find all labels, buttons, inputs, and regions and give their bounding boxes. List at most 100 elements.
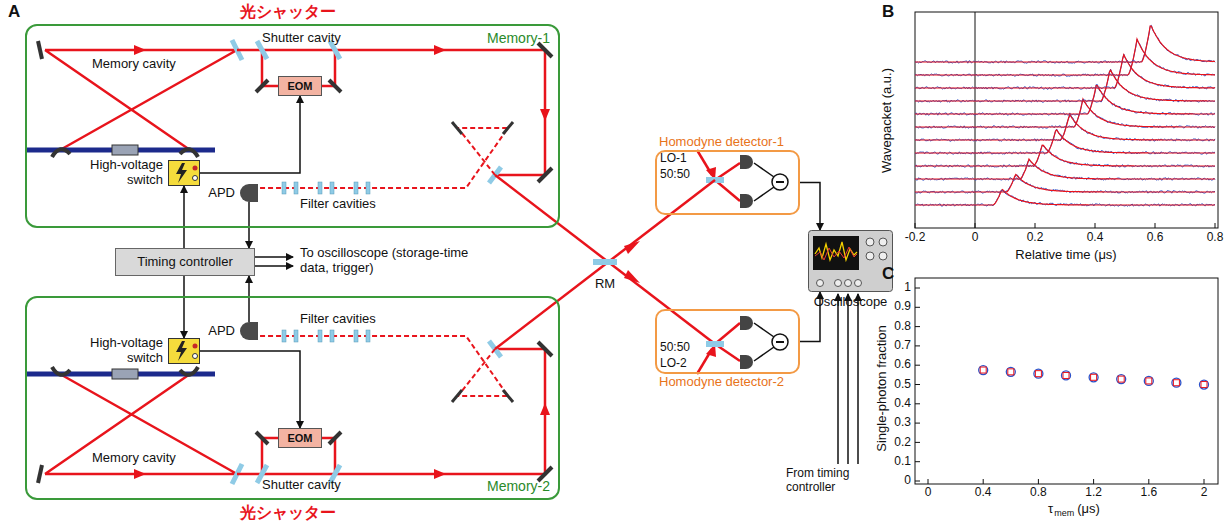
tick-label: 0.6 xyxy=(1147,231,1164,245)
apd-icon xyxy=(240,322,258,340)
high-voltage-switch: High-voltage switch xyxy=(168,338,200,364)
memory-module: Memory-2High-voltage switchEOMAPD xyxy=(25,296,560,500)
tick-mark xyxy=(1215,223,1216,228)
tick-mark xyxy=(915,365,920,366)
panel-letter: C xyxy=(882,264,894,284)
node-label: Timing controller xyxy=(137,255,233,270)
signal-wire xyxy=(183,186,185,248)
note: To oscilloscope (storage-time data, trig… xyxy=(300,246,480,276)
data-point xyxy=(1035,371,1041,377)
data-point xyxy=(1200,380,1209,389)
node-label: EOM xyxy=(287,80,312,93)
model-trace xyxy=(915,39,1215,75)
data-point xyxy=(1034,369,1043,378)
tick-label: 2 xyxy=(1201,486,1208,500)
axis-title: τ xyxy=(1048,502,1053,517)
measured-trace xyxy=(915,39,1215,76)
measured-trace xyxy=(915,145,1215,167)
part-label: Filter cavities xyxy=(300,197,376,212)
tick-label: 0.3 xyxy=(894,416,911,430)
node-label: Memory-1 xyxy=(487,30,550,46)
tick-label: 0.8 xyxy=(1030,486,1047,500)
data-point xyxy=(1146,378,1152,384)
panel-letter: B xyxy=(882,2,894,22)
node-label: APD xyxy=(208,324,235,339)
model-trace xyxy=(915,145,1215,166)
tick-mark xyxy=(1155,223,1156,228)
axis-title: mem xyxy=(1054,508,1074,518)
part-label: RM xyxy=(593,277,617,292)
part-label: Shutter cavity xyxy=(262,31,341,46)
eom-box: EOM xyxy=(278,76,322,96)
annotation: 光シャッター xyxy=(240,3,336,21)
tick-label: 1 xyxy=(904,281,911,295)
tick-mark xyxy=(915,345,920,346)
data-point xyxy=(1201,382,1207,388)
node-label: Homodyne detector-1 xyxy=(659,135,784,150)
data-point xyxy=(1173,380,1179,386)
part-label: LO-2 xyxy=(660,357,687,371)
tick-mark xyxy=(915,384,920,385)
part-label: Memory cavity xyxy=(92,57,176,72)
part-label: 50:50 xyxy=(660,341,690,355)
tick-label: 0.6 xyxy=(894,358,911,372)
part-label: Memory cavity xyxy=(92,451,176,466)
signal-wire xyxy=(200,96,300,173)
tick-label: 0.2 xyxy=(1027,231,1044,245)
tick-mark xyxy=(915,223,916,228)
tick-mark xyxy=(915,442,920,443)
data-point xyxy=(1006,367,1015,376)
signal-wire xyxy=(248,202,250,248)
tick-label: 0.8 xyxy=(894,320,911,334)
node-label: EOM xyxy=(287,432,312,445)
axis-title: Single-photon fraction xyxy=(875,325,890,451)
note: From timing controller xyxy=(786,467,870,495)
hv-icon xyxy=(168,338,200,364)
tick-mark xyxy=(915,307,920,308)
data-point xyxy=(1144,376,1153,385)
apd-icon xyxy=(240,184,258,202)
part-label: Shutter cavity xyxy=(262,478,341,493)
tick-mark xyxy=(1093,479,1094,484)
tick-label: -0.2 xyxy=(905,231,926,245)
part-label: LO-1 xyxy=(660,152,687,166)
signal-wire xyxy=(248,276,250,322)
data-point xyxy=(1117,375,1126,384)
tick-mark xyxy=(915,423,920,424)
tick-label: 1.2 xyxy=(1085,486,1102,500)
panel-letter: A xyxy=(8,2,20,22)
data-point xyxy=(1062,371,1071,380)
tick-label: 0.7 xyxy=(894,339,911,353)
oscilloscope: Oscilloscope xyxy=(808,230,893,292)
axis-title: Relative time (μs) xyxy=(1015,248,1116,263)
part-label: Filter cavities xyxy=(300,312,376,327)
node-label: High-voltage switch xyxy=(63,158,163,188)
measured-trace xyxy=(915,160,1215,180)
annotation: 光シャッター xyxy=(240,504,336,522)
tick-label: 0.5 xyxy=(894,378,911,392)
tick-mark xyxy=(915,403,920,404)
tick-mark xyxy=(928,479,929,484)
data-point xyxy=(1091,374,1097,380)
data-point xyxy=(979,366,988,375)
tick-mark xyxy=(1095,223,1096,228)
eom-box: EOM xyxy=(278,428,322,448)
tick-label: 0.8 xyxy=(1207,231,1224,245)
axis-title: (μs) xyxy=(1077,502,1100,517)
tick-mark xyxy=(915,461,920,462)
data-point xyxy=(1089,373,1098,382)
tick-label: 0.2 xyxy=(894,436,911,450)
signal-wire xyxy=(200,351,300,428)
tick-mark xyxy=(975,223,976,228)
data-point xyxy=(1118,376,1124,382)
measured-trace xyxy=(915,25,1215,63)
tick-label: 0.4 xyxy=(894,397,911,411)
data-point xyxy=(1063,372,1069,378)
tick-label: 0 xyxy=(904,474,911,488)
tick-mark xyxy=(1148,479,1149,484)
osc-icon xyxy=(808,230,893,292)
node-label: High-voltage switch xyxy=(63,336,163,366)
tick-label: 0.4 xyxy=(975,486,992,500)
tick-label: 0.1 xyxy=(894,455,911,469)
tick-label: 1.6 xyxy=(1140,486,1157,500)
